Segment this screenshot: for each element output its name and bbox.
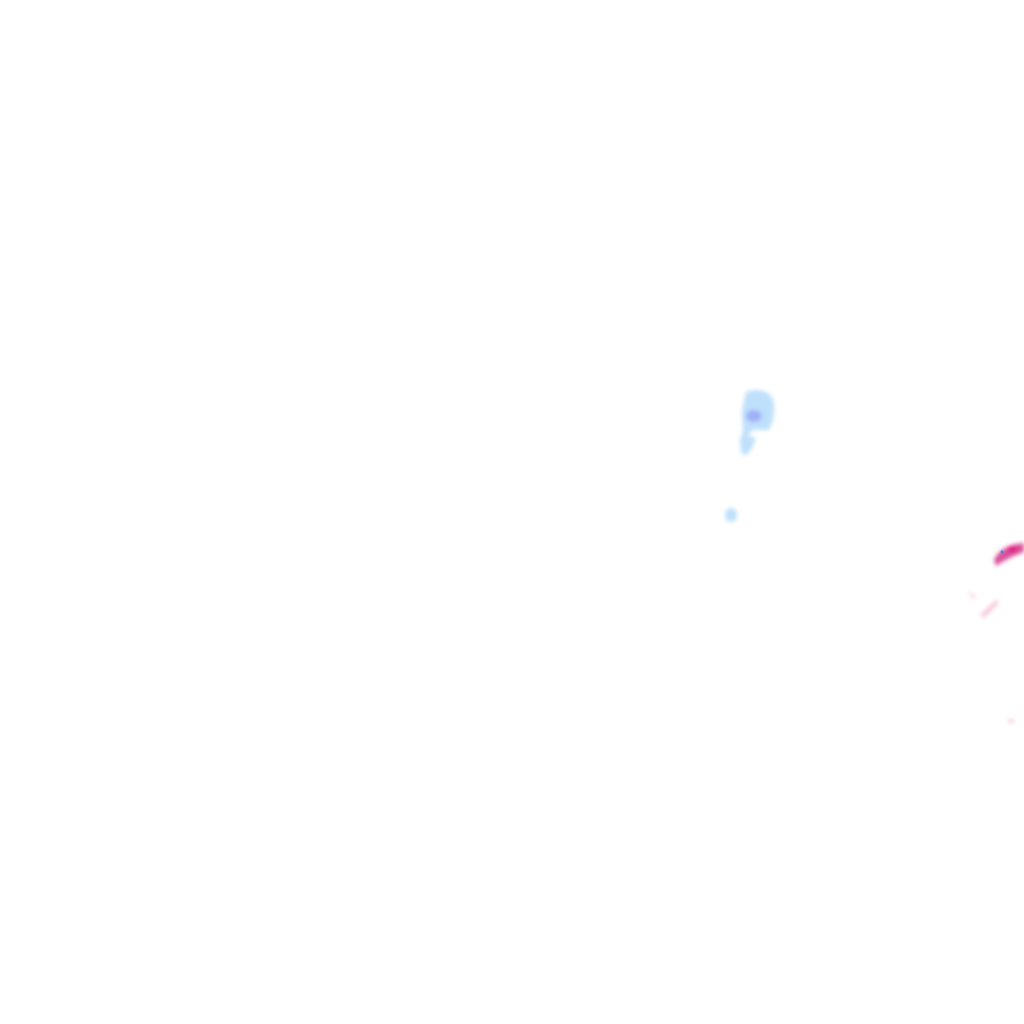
mixed-light-speck xyxy=(1008,719,1014,723)
mixed-precip-band xyxy=(994,543,1024,566)
mixed-light-streak-2 xyxy=(969,592,976,599)
rain-cell-small xyxy=(725,508,737,522)
radar-speck xyxy=(1000,550,1004,554)
rain-cell-north xyxy=(740,390,775,456)
rain-core xyxy=(746,410,762,422)
mixed-core xyxy=(1007,546,1017,552)
mixed-light-streak xyxy=(980,600,999,618)
